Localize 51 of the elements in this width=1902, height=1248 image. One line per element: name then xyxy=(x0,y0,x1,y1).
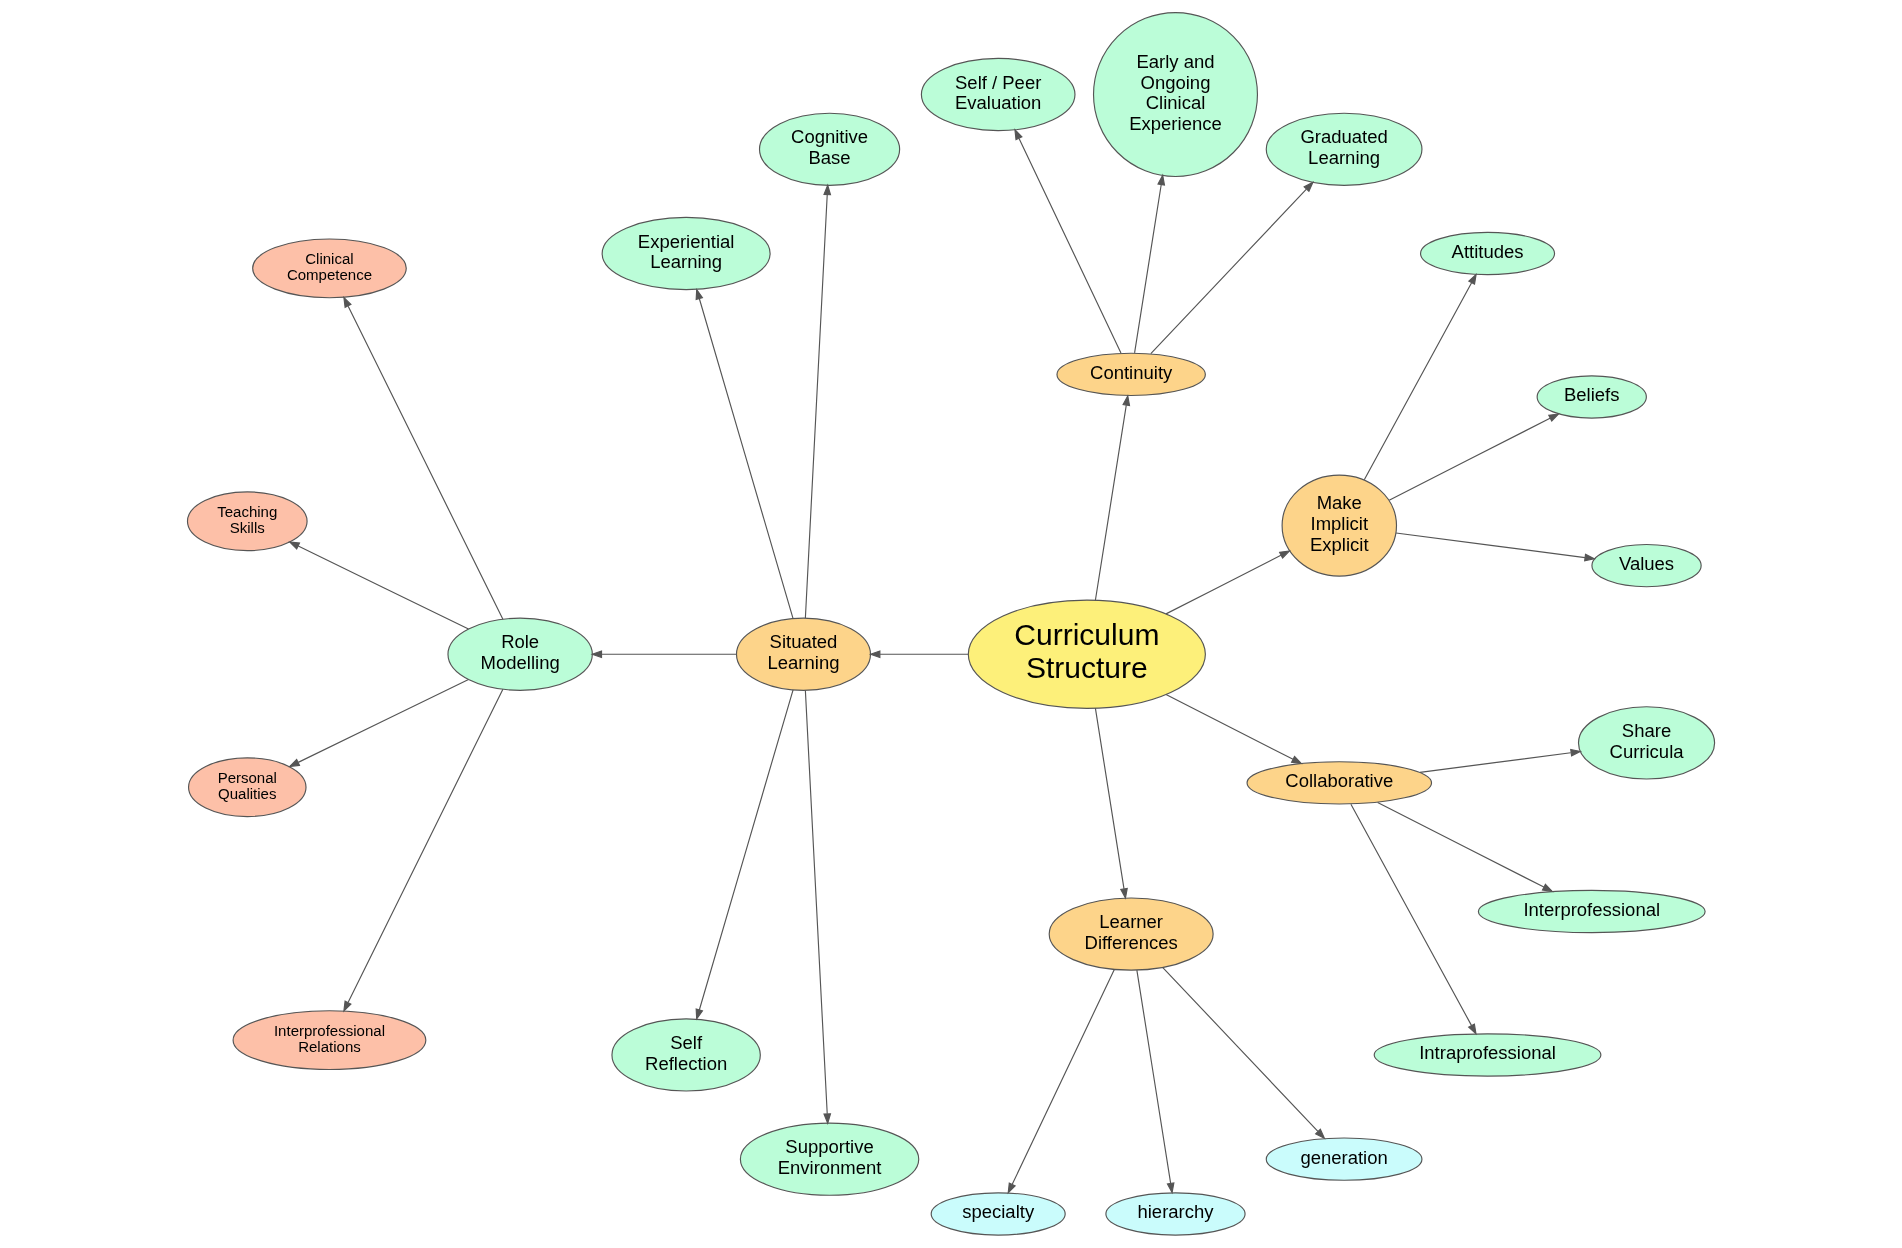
node-ellipse: Self Reflection xyxy=(611,1018,761,1092)
node-ellipse: Beliefs xyxy=(1536,375,1647,419)
arrow xyxy=(1150,181,1315,355)
arrow xyxy=(1363,273,1477,481)
node-ellipse: Experiential Learning xyxy=(601,216,771,291)
node-ellipse: Situated Learning xyxy=(735,617,872,691)
node-ellipse: Interprofessional xyxy=(1477,889,1706,934)
arrow xyxy=(590,650,737,659)
arrow xyxy=(1388,413,1561,501)
arrow xyxy=(695,689,794,1021)
arrow xyxy=(804,183,832,619)
node-ellipse: Intraprofessional xyxy=(1373,1033,1602,1077)
node-ellipse: Role Modelling xyxy=(447,617,593,691)
node-ellipse: Cognitive Base xyxy=(758,112,901,186)
arrow xyxy=(288,678,470,768)
arrow xyxy=(1136,969,1175,1195)
node-ellipse: Collaborative xyxy=(1246,761,1433,805)
node-ellipse: Self / Peer Evaluation xyxy=(920,57,1076,132)
node-ellipse: Make Implicit Explicit xyxy=(1281,474,1398,577)
node-ellipse: generation xyxy=(1265,1137,1423,1181)
node-ellipse: Share Curricula xyxy=(1577,706,1716,780)
arrow xyxy=(1377,801,1554,893)
arrow xyxy=(343,295,504,620)
node-ellipse: specialty xyxy=(930,1192,1066,1236)
node-ellipse: Values xyxy=(1591,543,1702,588)
arrow xyxy=(1007,968,1115,1195)
node-ellipse: Attitudes xyxy=(1419,231,1556,276)
node-ellipse: hierarchy xyxy=(1105,1192,1246,1236)
node-ellipse: Supportive Environment xyxy=(739,1122,920,1196)
arrow xyxy=(1165,550,1291,615)
arrow xyxy=(804,689,832,1125)
node-ellipse: Learner Differences xyxy=(1048,897,1214,971)
arrow xyxy=(343,688,504,1013)
arrow xyxy=(288,541,470,630)
node-ellipse: Continuity xyxy=(1056,352,1206,397)
arrow xyxy=(1350,803,1477,1036)
node-ellipse: Graduated Learning xyxy=(1265,112,1423,186)
node-ellipse: Curriculum Structure xyxy=(967,599,1206,709)
arrow xyxy=(1094,394,1131,601)
arrow xyxy=(1134,173,1166,354)
node-circle: Early and Ongoing Clinical Experience xyxy=(1092,12,1259,178)
arrow xyxy=(868,650,969,659)
arrow xyxy=(695,287,794,620)
arrow xyxy=(1014,128,1122,354)
arrow xyxy=(1165,694,1303,765)
node-ellipse: Clinical Competence xyxy=(252,238,407,299)
arrow xyxy=(1395,532,1596,562)
node-ellipse: Interprofessional Relations xyxy=(232,1010,427,1071)
arrow xyxy=(1162,966,1326,1140)
arrow xyxy=(1419,748,1583,773)
arrow xyxy=(1094,707,1128,900)
